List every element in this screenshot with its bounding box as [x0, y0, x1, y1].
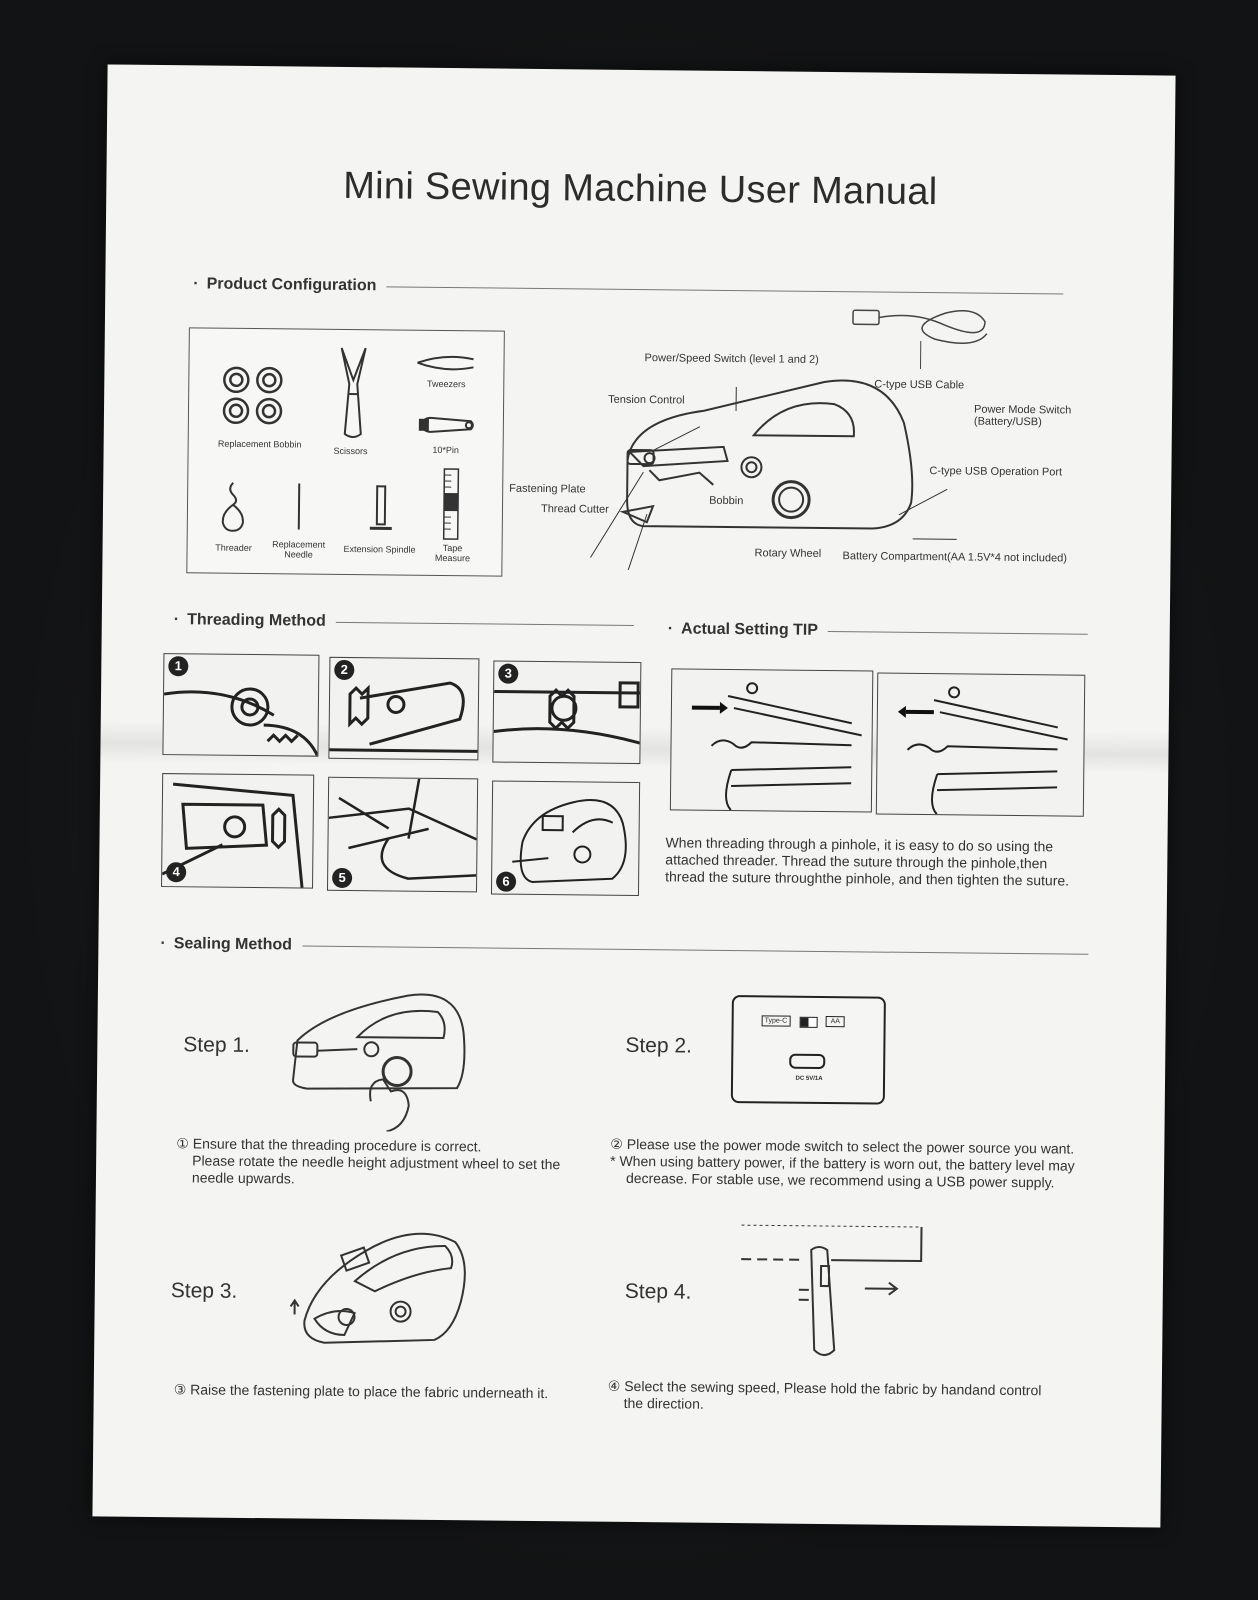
threading-panel-2: 2	[328, 656, 480, 761]
threading-panel-4: 4	[161, 773, 315, 889]
safety-pin-icon	[418, 416, 474, 433]
label-power-speed-switch: Power/Speed Switch (level 1 and 2)	[644, 352, 819, 366]
label-rotary-wheel: Rotary Wheel	[754, 547, 822, 560]
threading-panel-3: 3	[492, 660, 642, 765]
machine-diagram	[590, 309, 988, 576]
typec-switch-label: Type-C	[761, 1015, 791, 1027]
scissors-icon	[340, 347, 367, 439]
tip-panel-left	[669, 668, 874, 813]
page-title: Mini Sewing Machine User Manual	[342, 164, 938, 214]
step-4-illustration	[741, 1224, 923, 1357]
usb-cable-icon	[852, 309, 988, 344]
tweezers-icon	[417, 355, 474, 371]
label-battery-compartment: Battery Compartment(AA 1.5V*4 not includ…	[842, 550, 1067, 565]
label-replacement-needle: Replacement Needle	[272, 539, 326, 560]
section-actual-setting-tip: · Actual Setting TIP	[668, 620, 1088, 642]
threader-icon	[221, 482, 244, 532]
label-tape-measure: Tape Measure	[434, 542, 471, 564]
step-4-text: ④ Select the sewing speed, Please hold t…	[607, 1377, 1042, 1412]
label-usb-port: C-type USB Operation Port	[929, 465, 1063, 479]
bobbin-icon	[222, 366, 283, 425]
step-1-text: ① Ensure that the threading procedure is…	[176, 1135, 561, 1187]
label-usb-cable: C-type USB Cable	[874, 378, 965, 392]
label-tweezers: Tweezers	[426, 378, 466, 390]
step-2-label: Step 2.	[625, 1033, 693, 1058]
tip-panel-right	[875, 672, 1086, 817]
label-fastening-plate: Fastening Plate	[509, 482, 586, 496]
section-threading-method: · Threading Method	[174, 611, 634, 634]
label-extension-spindle: Extension Spindle	[343, 543, 416, 555]
dc-rating-label: DC 5V/1A	[795, 1075, 823, 1082]
needle-icon	[297, 483, 301, 530]
step-3-label: Step 3.	[170, 1279, 238, 1303]
threading-panel-1: 1	[162, 653, 320, 757]
section-product-configuration: · Product Configuration	[193, 275, 1064, 302]
accessories-box: Replacement Bobbin Scissors Tweezers 10*…	[186, 327, 505, 577]
step-2-text: ② Please use the power mode switch to se…	[610, 1135, 1075, 1191]
step-4-label: Step 4.	[624, 1279, 692, 1304]
extension-spindle-icon	[369, 485, 392, 530]
threading-panel-6: 6	[490, 780, 641, 897]
label-pin: 10*Pin	[432, 444, 459, 456]
machine-body	[619, 379, 914, 530]
power-mode-switch-icon[interactable]	[799, 1016, 818, 1028]
label-thread-cutter: Thread Cutter	[540, 503, 609, 516]
usb-c-port-icon	[789, 1053, 826, 1070]
tip-text: When threading through a pinhole, it is …	[665, 834, 1070, 889]
label-power-mode-switch: Power Mode Switch (Battery/USB)	[973, 403, 1072, 429]
label-bobbin: Bobbin	[709, 494, 744, 508]
step-3-text: ③ Raise the fastening plate to place the…	[173, 1381, 549, 1402]
step-1-label: Step 1.	[183, 1033, 251, 1057]
tape-measure-icon	[442, 468, 460, 540]
label-threader: Threader	[215, 542, 252, 553]
step-3-illustration	[289, 1232, 466, 1344]
section-title: Product Configuration	[206, 275, 377, 295]
step-1-illustration	[292, 993, 466, 1133]
threading-panel-5: 5	[326, 776, 479, 893]
section-sealing-method: · Sealing Method	[160, 935, 1089, 963]
aa-battery-label: AA	[825, 1016, 846, 1028]
manual-sheet: Mini Sewing Machine User Manual · Produc…	[92, 64, 1176, 1528]
label-tension-control: Tension Control	[608, 393, 685, 407]
label-scissors: Scissors	[333, 445, 368, 457]
power-switch-panel: Type-C AA DC 5V/1A	[730, 995, 886, 1105]
label-replacement-bobbin: Replacement Bobbin	[217, 438, 302, 450]
